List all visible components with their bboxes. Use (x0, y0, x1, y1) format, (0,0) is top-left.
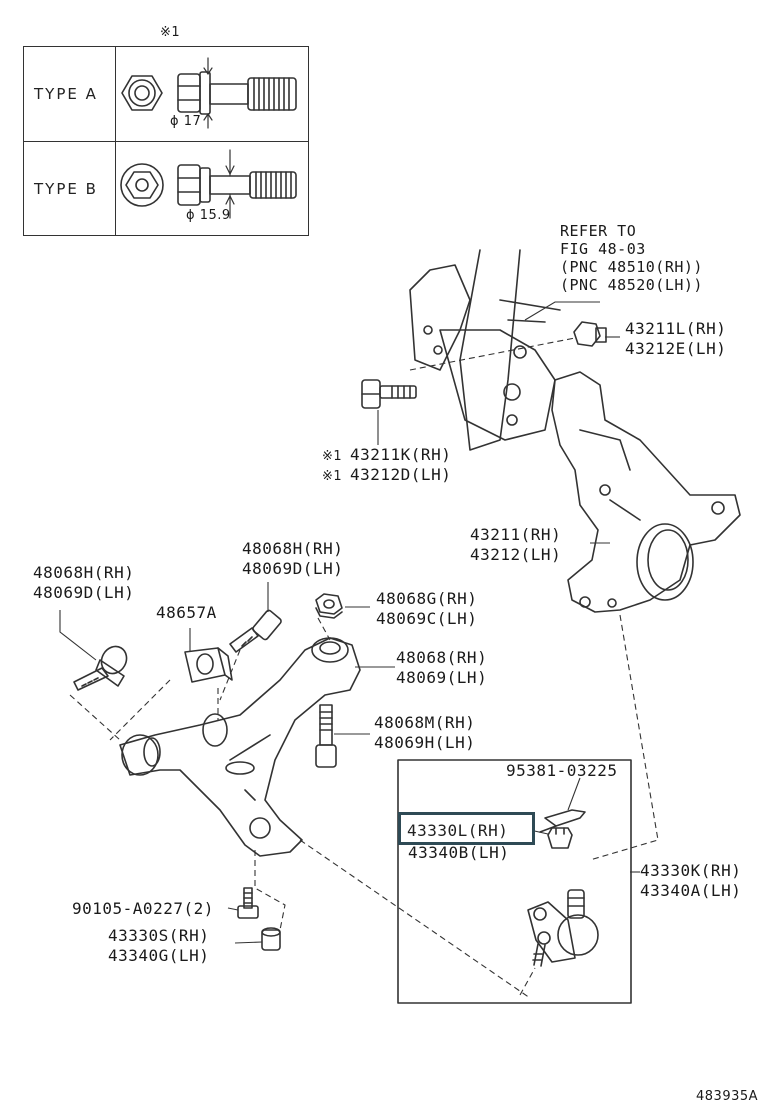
label-43211l-rh: 43211L(RH) (625, 319, 727, 338)
label-43211-rh: 43211(RH) (470, 525, 562, 544)
label-48069d-left-lh: 48069D(LH) (33, 583, 135, 602)
refer-line-3: (PNC 48510(RH)) (560, 258, 703, 276)
label-48069h-lh: 48069H(LH) (374, 733, 476, 752)
label-48068-rh: 48068(RH) (396, 648, 488, 667)
label-43211k-mark: ※1 (322, 449, 343, 464)
note-mark-label: ※1 (160, 25, 181, 40)
type-b-label: TYPE B (34, 180, 98, 198)
label-48069d-top-lh: 48069D(LH) (242, 559, 344, 578)
bolt-90105-icon (237, 887, 259, 919)
castle-nut-icon (547, 827, 573, 849)
label-48069-lh: 48069(LH) (396, 668, 488, 687)
label-48657a: 48657A (156, 603, 217, 622)
ball-joint-icon (527, 889, 599, 967)
label-43330s-rh: 43330S(RH) (108, 926, 210, 945)
label-43212e-lh: 43212E(LH) (625, 339, 727, 358)
label-43330l-rh: 43330L(RH) (407, 821, 509, 840)
nut-43211l-icon (573, 321, 607, 347)
type-table-divider (115, 47, 116, 235)
steering-knuckle-icon (551, 371, 741, 613)
nut-43330s-icon (261, 927, 281, 951)
bolt-type-table: TYPE A TYPE B (23, 46, 309, 236)
bolt-48068m-icon (315, 704, 337, 768)
type-a-nut-icon (121, 75, 163, 111)
label-90105-a0227: 90105-A0227(2) (72, 899, 214, 918)
label-48068h-top-rh: 48068H(RH) (242, 539, 344, 558)
label-43212d-mark: ※1 (322, 469, 343, 484)
label-48068g-rh: 48068G(RH) (376, 589, 478, 608)
type-a-label: TYPE A (34, 85, 98, 103)
label-48068m-rh: 48068M(RH) (374, 713, 476, 732)
label-95381-03225: 95381-03225 (506, 761, 618, 780)
type-a-diameter: ϕ 17 (170, 114, 202, 129)
strut-icon (409, 249, 561, 451)
label-43211k-rh: 43211K(RH) (350, 445, 452, 464)
label-43212d-lh: 43212D(LH) (350, 465, 452, 484)
label-43340b-lh: 43340B(LH) (408, 843, 510, 862)
bracket-48657a-icon (184, 647, 233, 683)
label-43330k-rh: 43330K(RH) (640, 861, 742, 880)
type-b-bolt-icon (177, 149, 297, 219)
refer-line-2: FIG 48-03 (560, 240, 646, 258)
label-48068h-left-rh: 48068H(RH) (33, 563, 135, 582)
refer-line-4: (PNC 48520(LH)) (560, 276, 703, 294)
label-43340a-lh: 43340A(LH) (640, 881, 742, 900)
label-43340g-lh: 43340G(LH) (108, 946, 210, 965)
nut-48068g-icon (315, 593, 343, 619)
refer-line-1: REFER TO (560, 222, 637, 240)
type-b-diameter: ϕ 15.9 (186, 208, 231, 223)
bolt-48068h-top-icon (229, 609, 282, 653)
bolt-43211k-icon (361, 379, 417, 409)
figure-id: 483935A (696, 1089, 759, 1104)
cotter-pin-icon (539, 809, 586, 833)
type-a-row: TYPE A (24, 47, 308, 141)
label-48069c-lh: 48069C(LH) (376, 609, 478, 628)
bolt-48068h-left-icon (73, 645, 128, 691)
type-a-bolt-icon (177, 57, 297, 129)
label-43212-lh: 43212(LH) (470, 545, 562, 564)
highlighted-part-43330l[interactable]: 43330L(RH) (398, 812, 535, 845)
type-b-nut-icon (120, 163, 164, 207)
ball-joint-subassembly-box (397, 759, 632, 1004)
lower-control-arm-icon (119, 637, 361, 857)
type-b-row: TYPE B (24, 141, 308, 236)
